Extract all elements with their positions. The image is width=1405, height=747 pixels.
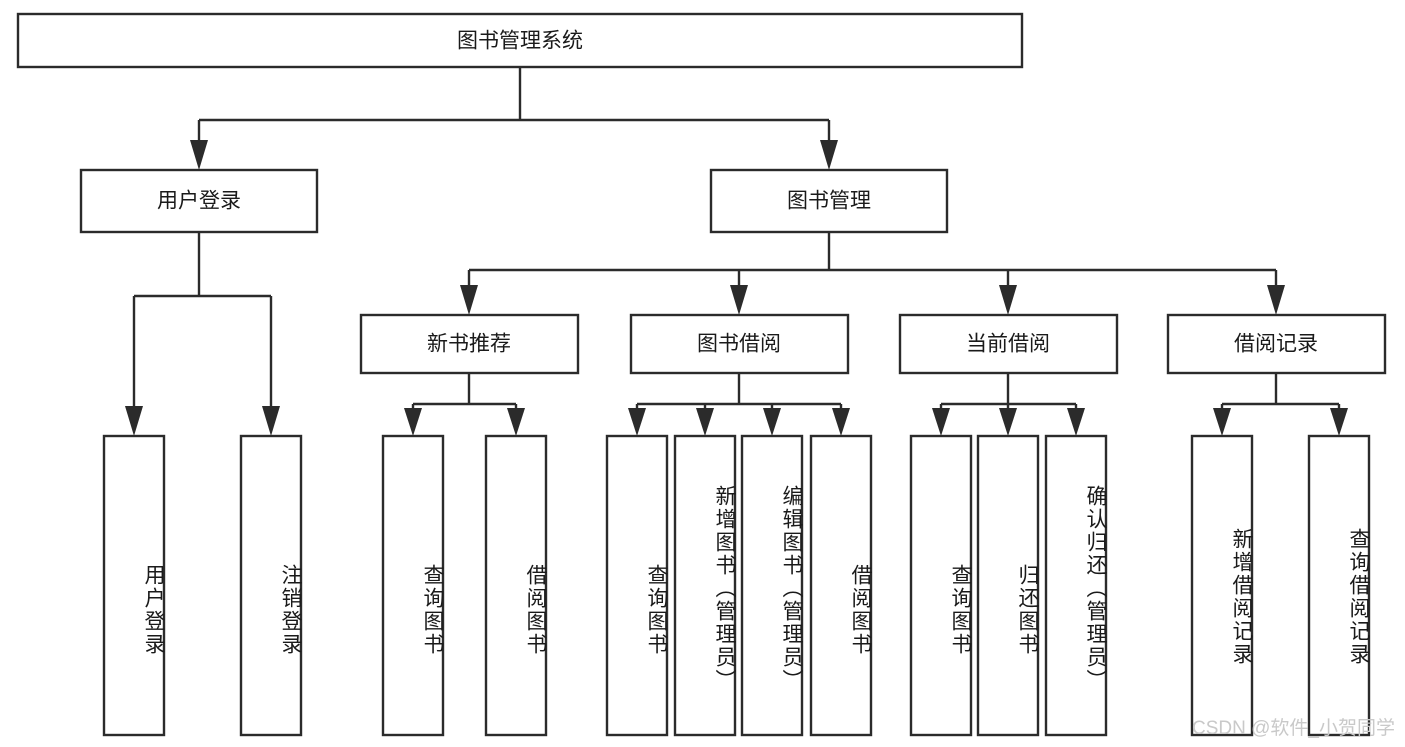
connector-group-current-borrow: [932, 373, 1085, 436]
arrow-head-leaf-query-book-3: [932, 408, 950, 436]
node-leaf-return-book-box[interactable]: [976, 434, 1040, 737]
node-book-borrow-label: 图书借阅: [697, 333, 781, 356]
leaf-boxes: [102, 434, 1371, 737]
node-borrow-record-box[interactable]: [1166, 313, 1387, 375]
arrow-head-leaf-confirm-return: [1067, 408, 1085, 436]
arrow-head-new-book-recommend: [460, 285, 478, 315]
node-new-book-recommend-box[interactable]: [359, 313, 580, 375]
arrow-head-book-manage: [820, 140, 838, 170]
node-leaf-query-book-2-box[interactable]: [605, 434, 669, 737]
arrow-head-leaf-query-book-2: [628, 408, 646, 436]
node-leaf-query-book-1-box[interactable]: [381, 434, 445, 737]
arrow-head-leaf-logout-login: [262, 406, 280, 436]
node-leaf-edit-book-box[interactable]: [740, 434, 804, 737]
node-book-borrow[interactable]: 图书借阅: [629, 313, 850, 375]
connector-group-book-manage: [460, 232, 1285, 315]
connector-group-new-book-recommend: [404, 373, 525, 436]
node-book-borrow-box[interactable]: [629, 313, 850, 375]
node-leaf-add-record-box[interactable]: [1190, 434, 1254, 737]
arrow-head-leaf-borrow-book-1: [507, 408, 525, 436]
node-book-manage[interactable]: 图书管理: [709, 168, 949, 234]
arrow-head-leaf-user-login: [125, 406, 143, 436]
arrow-head-leaf-add-record: [1213, 408, 1231, 436]
arrow-head-leaf-return-book: [999, 408, 1017, 436]
node-new-book-recommend-label: 新书推荐: [427, 333, 511, 356]
node-book-manage-box[interactable]: [709, 168, 949, 234]
arrow-head-book-borrow: [730, 285, 748, 315]
arrow-head-leaf-edit-book: [763, 408, 781, 436]
arrow-head-user-login: [190, 140, 208, 170]
node-root[interactable]: 图书管理系统: [16, 12, 1024, 69]
arrow-head-current-borrow: [999, 285, 1017, 315]
node-leaf-user-login-box[interactable]: [102, 434, 166, 737]
csdn-watermark: CSDN @软件_小贺同学: [1192, 718, 1395, 739]
node-leaf-logout-login-box[interactable]: [239, 434, 303, 737]
node-book-manage-label: 图书管理: [787, 190, 871, 213]
arrow-head-leaf-borrow-book-2: [832, 408, 850, 436]
connector-group-root: [190, 67, 838, 170]
connector-group-user-login: [125, 232, 280, 436]
arrow-head-leaf-query-book-1: [404, 408, 422, 436]
node-user-login-label: 用户登录: [157, 190, 241, 213]
node-leaf-query-record-box[interactable]: [1307, 434, 1371, 737]
arrow-head-leaf-query-record: [1330, 408, 1348, 436]
connector-group-book-borrow: [628, 373, 850, 436]
node-borrow-record-label: 借阅记录: [1234, 333, 1318, 356]
node-leaf-confirm-return-box[interactable]: [1044, 434, 1108, 737]
node-leaf-add-book-box[interactable]: [673, 434, 737, 737]
node-user-login-box[interactable]: [79, 168, 319, 234]
node-leaf-query-book-3-box[interactable]: [909, 434, 973, 737]
node-root-box[interactable]: [16, 12, 1024, 69]
connector-group-borrow-record: [1213, 373, 1348, 436]
node-leaf-borrow-book-2-box[interactable]: [809, 434, 873, 737]
node-borrow-record[interactable]: 借阅记录: [1166, 313, 1387, 375]
node-current-borrow-label: 当前借阅: [966, 333, 1050, 356]
node-current-borrow[interactable]: 当前借阅: [898, 313, 1119, 375]
node-user-login[interactable]: 用户登录: [79, 168, 319, 234]
node-root-label: 图书管理系统: [457, 30, 583, 53]
arrow-head-leaf-add-book: [696, 408, 714, 436]
node-leaf-borrow-book-1-box[interactable]: [484, 434, 548, 737]
node-new-book-recommend[interactable]: 新书推荐: [359, 313, 580, 375]
arrow-head-borrow-record: [1267, 285, 1285, 315]
node-current-borrow-box[interactable]: [898, 313, 1119, 375]
